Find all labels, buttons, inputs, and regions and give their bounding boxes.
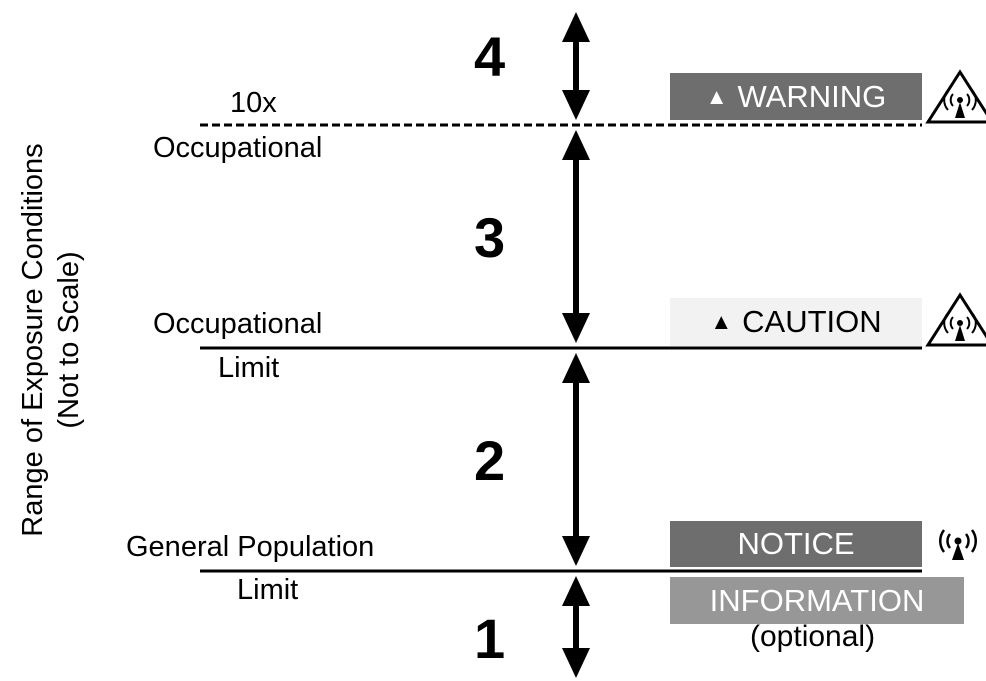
zone-2-arrow	[562, 353, 590, 566]
warning-sign: ▲ WARNING	[670, 73, 922, 120]
information-label: INFORMATION	[709, 582, 925, 618]
zone-4-arrow	[562, 12, 590, 120]
general-population-label: General Population	[126, 531, 375, 563]
rf-radio-wave-icon	[939, 529, 977, 560]
zone-2-number: 2	[474, 429, 506, 492]
caution-triangle-icon: ▲	[710, 309, 733, 334]
ten-x-occupational-label: Occupational	[153, 132, 323, 164]
notice-label: NOTICE	[737, 526, 855, 561]
rf-hazard-triangle-icon	[925, 69, 986, 124]
warning-label: WARNING	[737, 78, 887, 114]
occupational-limit-label-2: Limit	[218, 352, 280, 384]
zone-4-number: 4	[474, 25, 506, 88]
general-population-limit-label: Limit	[237, 574, 299, 606]
occupational-limit-label: Occupational	[153, 308, 323, 340]
zone-1-arrow	[562, 576, 590, 678]
warning-triangle-icon: ▲	[705, 83, 728, 109]
information-sign: INFORMATION	[670, 577, 964, 624]
notice-sign: NOTICE	[670, 521, 922, 567]
caution-label: CAUTION	[742, 304, 882, 339]
zone-3-number: 3	[474, 206, 506, 269]
ten-x-label: 10x	[230, 87, 277, 119]
zone-1-number: 1	[474, 607, 506, 670]
zone-3-arrow	[562, 130, 590, 343]
caution-sign: ▲ CAUTION	[670, 298, 922, 346]
rf-hazard-triangle-icon	[925, 292, 986, 347]
optional-label: (optional)	[750, 620, 876, 653]
